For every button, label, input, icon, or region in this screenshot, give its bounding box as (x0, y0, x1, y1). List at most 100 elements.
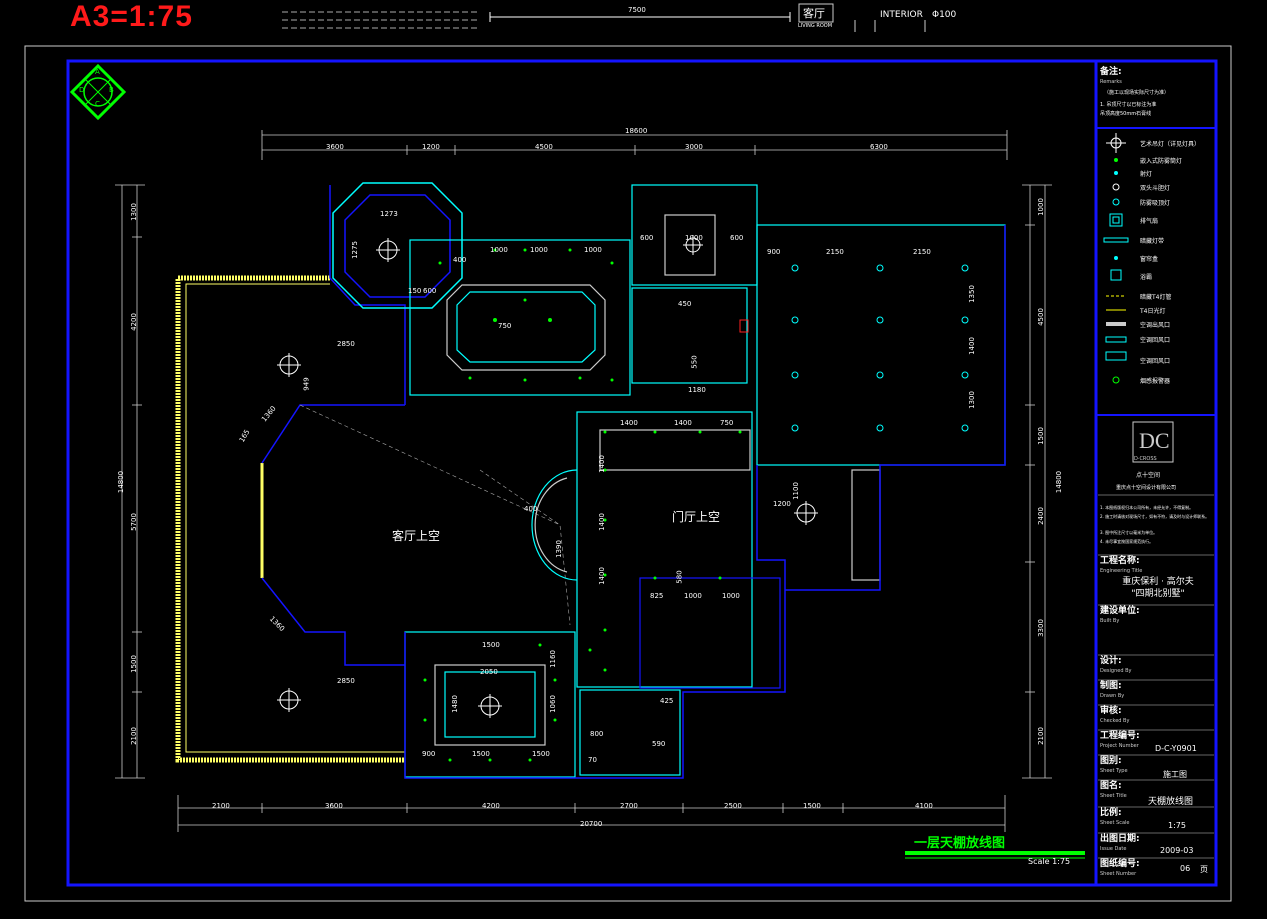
header-stripes (282, 11, 478, 29)
compass-d: D (79, 86, 85, 94)
dim-bottom: 2500 (724, 802, 742, 810)
compass-a: A (95, 68, 100, 76)
date-label: 出图日期: (1100, 834, 1140, 844)
dim-inner: 1480 (450, 695, 459, 713)
dim-bottom: 4200 (482, 802, 500, 810)
dim-inner: 1000 (584, 246, 602, 254)
legend-item: 排气扇 (1140, 218, 1159, 225)
legend-item: T4日光灯 (1140, 308, 1166, 315)
dim-inner: 1000 (685, 234, 703, 242)
drawn-sub: Drawn By (1100, 693, 1125, 699)
legend-item: 烟感报警器 (1140, 378, 1171, 385)
dim-inner: 800 (590, 730, 604, 738)
project-name: 重庆保利 · 高尔夫 (1122, 577, 1194, 587)
legend-item: 窗帘盒 (1140, 256, 1159, 263)
project-sub: Engineering Title (1100, 568, 1143, 574)
dim-inner: 1275 (350, 241, 359, 259)
name-value: 天棚放线图 (1148, 797, 1194, 807)
dim-inner: 2850 (337, 677, 355, 685)
dim-bottom: 1500 (803, 802, 821, 810)
pendant-lamps (277, 235, 818, 718)
dim-inner: 580 (675, 570, 684, 584)
dim-inner: 1400 (597, 513, 606, 531)
legend-item: 浴霸 (1140, 274, 1153, 281)
legend-item: 嵌入式防雾筒灯 (1140, 158, 1183, 165)
dim-right-total: 14800 (1055, 470, 1064, 494)
client-label: 建设单位: (1100, 606, 1140, 616)
dim-left: 4200 (129, 313, 138, 331)
dim-left-total: 14800 (117, 470, 126, 494)
dim-inner: 1060 (548, 695, 557, 713)
designer-label: 设计: (1100, 656, 1122, 666)
dim-top: 3600 (326, 143, 344, 151)
dim-inner: 1500 (482, 641, 500, 649)
dim-left: 1500 (129, 655, 138, 673)
dim-inner: 900 (767, 248, 781, 256)
dim-inner: 1160 (548, 650, 557, 668)
room-stamp-box (798, 3, 834, 23)
dim-inner: 550 (690, 355, 699, 369)
dim-inner: 949 (302, 377, 311, 391)
dim-inner: 590 (652, 740, 666, 748)
dim-inner: 1400 (674, 419, 692, 427)
dim-inner: 1000 (684, 592, 702, 600)
dim-inner: 1390 (554, 540, 563, 558)
dim-inner: 1500 (472, 750, 490, 758)
note-line: 1. 本图纸版权归本公司所有，未经允许，不得复制。 (1100, 505, 1194, 510)
dim-inner: 1400 (620, 419, 638, 427)
stamp-label: INTERIOR (880, 10, 923, 20)
dim-inner: 600 (640, 234, 654, 242)
drawing-frame (66, 59, 1218, 887)
logo-box (1132, 421, 1174, 463)
dim-inner: 750 (720, 419, 734, 427)
dim-inner: 1000 (722, 592, 740, 600)
dim-right: 2100 (1036, 727, 1045, 745)
dim-inner: 750 (498, 322, 512, 330)
dim-inner: 1300 (967, 391, 976, 409)
dim-bottom-total: 20700 (580, 820, 603, 828)
scale-value: 1:75 (1168, 821, 1186, 830)
dim-right: 4500 (1036, 308, 1045, 326)
compass-c: C (95, 100, 100, 108)
ceiling-outlines (404, 184, 1006, 778)
remarks-sub: Remarks (1100, 79, 1122, 85)
project-name-2: "四期北别墅" (1131, 589, 1185, 599)
drawn-label: 制图: (1100, 681, 1122, 691)
drawing-title: 一层天棚放线图 (914, 836, 1006, 851)
dim-inner: 425 (660, 697, 674, 705)
dim-inner: 400 (453, 256, 467, 264)
dim-bottom: 4100 (915, 802, 933, 810)
type-label: 图别: (1100, 756, 1122, 766)
dim-inner: 1100 (791, 482, 800, 500)
dim-inner: 1500 (532, 750, 550, 758)
header-dim: 7500 (628, 6, 646, 14)
dim-inner: 1180 (688, 386, 706, 394)
projno-label: 工程编号: (1100, 731, 1140, 741)
dim-bottom: 2100 (212, 802, 230, 810)
client-sub: Built By (1100, 618, 1120, 624)
remarks-line: 1. 吊顶尺寸以已标注为准 (1100, 102, 1157, 108)
dim-bottom: 2700 (620, 802, 638, 810)
dim-top: 1200 (422, 143, 440, 151)
legend-item: 防雾吸顶灯 (1140, 200, 1171, 207)
dim-inner: 1273 (380, 210, 398, 218)
room-stamp: 客厅 (803, 7, 825, 20)
sheet-border (24, 45, 1232, 902)
dim-left: 5700 (129, 513, 138, 531)
date-value: 2009-03 (1160, 846, 1194, 855)
dim-top: 6300 (870, 143, 888, 151)
dim-inner: 1000 (530, 246, 548, 254)
company-sub: 重庆点十空间设计有限公司 (1116, 485, 1177, 491)
dim-left: 2100 (129, 727, 138, 745)
light-fixtures (423, 248, 742, 762)
name-sub: Sheet Title (1100, 793, 1127, 799)
dim-inner: 2150 (913, 248, 931, 256)
scale-label: 比例: (1100, 808, 1122, 818)
sheet-sub: Sheet Number (1100, 871, 1137, 877)
drawing-scale: Scale 1:75 (1028, 857, 1071, 866)
dim-right: 1500 (1036, 427, 1045, 445)
legend-icons (1103, 133, 1129, 384)
legend-item: 艺术吊灯（详见灯具） (1140, 141, 1201, 148)
dimension-lines (115, 130, 1052, 832)
